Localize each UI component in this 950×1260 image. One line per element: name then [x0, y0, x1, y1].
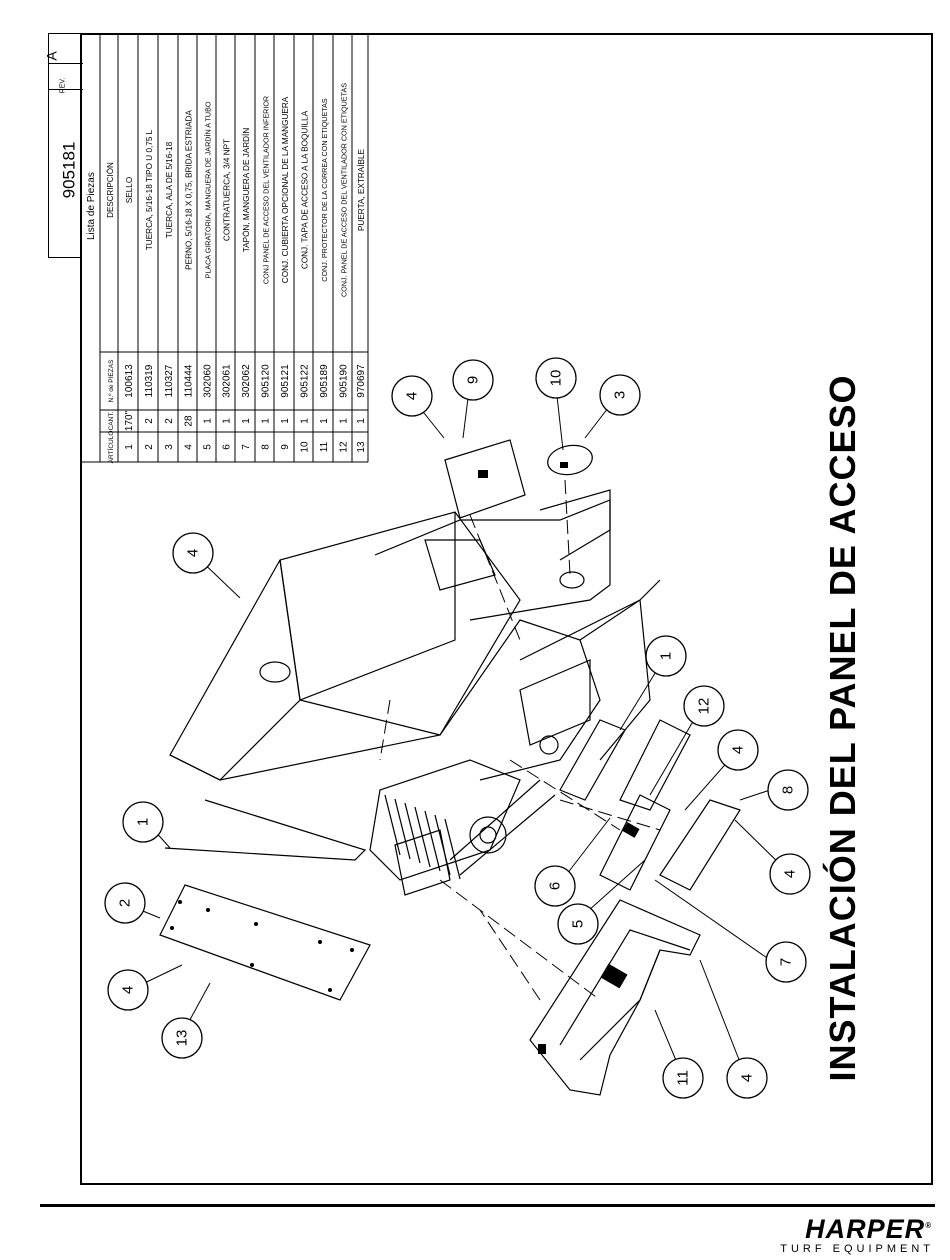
harper-logo: HARPER® TURF EQUIPMENT	[760, 1212, 940, 1256]
drawing-part-number: 905181	[59, 141, 79, 199]
drawing-border	[80, 33, 933, 1185]
rev-cell: A REV.	[44, 34, 83, 93]
part-number-cell: 905181	[49, 89, 83, 259]
logo-subtitle: TURF EQUIPMENT	[780, 1243, 934, 1255]
logo-brand: HARPER®	[805, 1214, 932, 1244]
title-block: A REV. 905181	[44, 33, 83, 259]
rev-value: A	[43, 51, 60, 61]
main-title: INSTALACIÓN DEL PANEL DE ACCESO	[822, 374, 863, 1082]
footer-rule	[40, 1204, 935, 1207]
